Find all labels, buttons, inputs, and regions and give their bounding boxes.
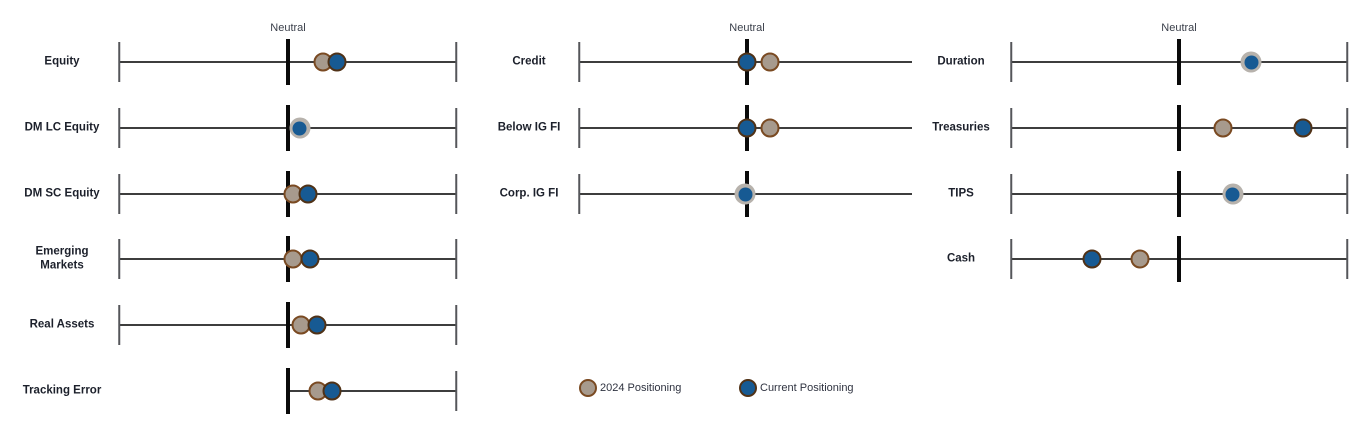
neutral-tick xyxy=(1177,105,1181,151)
marker-2024-and-current xyxy=(1222,183,1244,205)
neutral-tick xyxy=(1177,171,1181,217)
neutral-tick xyxy=(1177,236,1181,282)
neutral-tick xyxy=(286,368,290,414)
axis-left-end-tick xyxy=(118,239,120,279)
legend-2024-label: 2024 Positioning xyxy=(600,382,682,394)
axis-left-end-tick xyxy=(578,108,580,148)
row-label: DM LC Equity xyxy=(24,121,100,134)
neutral-axis-label: Neutral xyxy=(270,22,306,34)
axis-left-end-tick xyxy=(118,174,120,214)
marker-current-inner xyxy=(738,187,753,201)
marker-current-positioning xyxy=(737,52,757,72)
row-label: Cash xyxy=(946,252,976,265)
marker-current-positioning xyxy=(327,52,347,72)
legend-2024-marker-icon xyxy=(579,379,597,397)
legend-current-marker-icon xyxy=(739,379,757,397)
legend-item-2024: 2024 Positioning xyxy=(579,379,681,397)
row-label: Corp. IG FI xyxy=(499,187,559,200)
axis-right-end-tick xyxy=(455,239,457,279)
axis-right-end-tick xyxy=(1346,108,1348,148)
axis-right-end-tick xyxy=(455,108,457,148)
marker-2024-and-current xyxy=(734,183,756,205)
marker-current-positioning xyxy=(298,184,318,204)
marker-2024-positioning xyxy=(760,52,780,72)
marker-2024-and-current xyxy=(289,117,311,139)
row-label: Treasuries xyxy=(932,121,990,134)
marker-current-positioning xyxy=(1293,118,1313,138)
axis-right-end-tick xyxy=(455,305,457,345)
axis-right-end-tick xyxy=(1346,239,1348,279)
row-label: Real Assets xyxy=(29,318,95,331)
axis-left-end-tick xyxy=(1010,174,1012,214)
marker-current-positioning xyxy=(322,381,342,401)
axis-left-end-tick xyxy=(1010,42,1012,82)
axis-left-end-tick xyxy=(578,42,580,82)
axis-left-end-tick xyxy=(578,174,580,214)
marker-2024-positioning xyxy=(760,118,780,138)
row-label: TIPS xyxy=(948,187,974,200)
row-label: Equity xyxy=(44,55,80,68)
marker-current-inner xyxy=(292,121,307,135)
axis-left-end-tick xyxy=(118,108,120,148)
axis-left-end-tick xyxy=(118,42,120,82)
axis-right-end-tick xyxy=(1346,174,1348,214)
marker-current-inner xyxy=(1244,55,1259,69)
neutral-tick xyxy=(286,39,290,85)
marker-current-positioning xyxy=(737,118,757,138)
axis-left-end-tick xyxy=(1010,239,1012,279)
marker-2024-positioning xyxy=(1130,249,1150,269)
row-label: Tracking Error xyxy=(22,384,102,397)
legend-item-current: Current Positioning xyxy=(739,379,854,397)
row-label: Credit xyxy=(512,55,546,68)
marker-2024-positioning xyxy=(1213,118,1233,138)
row-label: Below IG FI xyxy=(497,121,561,134)
axis-left-end-tick xyxy=(1010,108,1012,148)
marker-current-positioning xyxy=(1082,249,1102,269)
marker-current-positioning xyxy=(307,315,327,335)
neutral-axis-label: Neutral xyxy=(1161,22,1197,34)
row-label: Emerging Markets xyxy=(35,245,89,272)
legend-current-label: Current Positioning xyxy=(760,382,854,394)
axis-line xyxy=(288,390,456,392)
marker-2024-and-current xyxy=(1240,51,1262,73)
axis-right-end-tick xyxy=(455,371,457,411)
neutral-tick xyxy=(286,302,290,348)
axis-left-end-tick xyxy=(118,305,120,345)
axis-right-end-tick xyxy=(1346,42,1348,82)
row-label: Duration xyxy=(937,55,985,68)
neutral-tick xyxy=(1177,39,1181,85)
marker-current-inner xyxy=(1225,187,1240,201)
axis-right-end-tick xyxy=(455,174,457,214)
neutral-tick xyxy=(286,105,290,151)
marker-current-positioning xyxy=(300,249,320,269)
axis-right-end-tick xyxy=(455,42,457,82)
row-label: DM SC Equity xyxy=(24,187,100,200)
neutral-axis-label: Neutral xyxy=(729,22,765,34)
